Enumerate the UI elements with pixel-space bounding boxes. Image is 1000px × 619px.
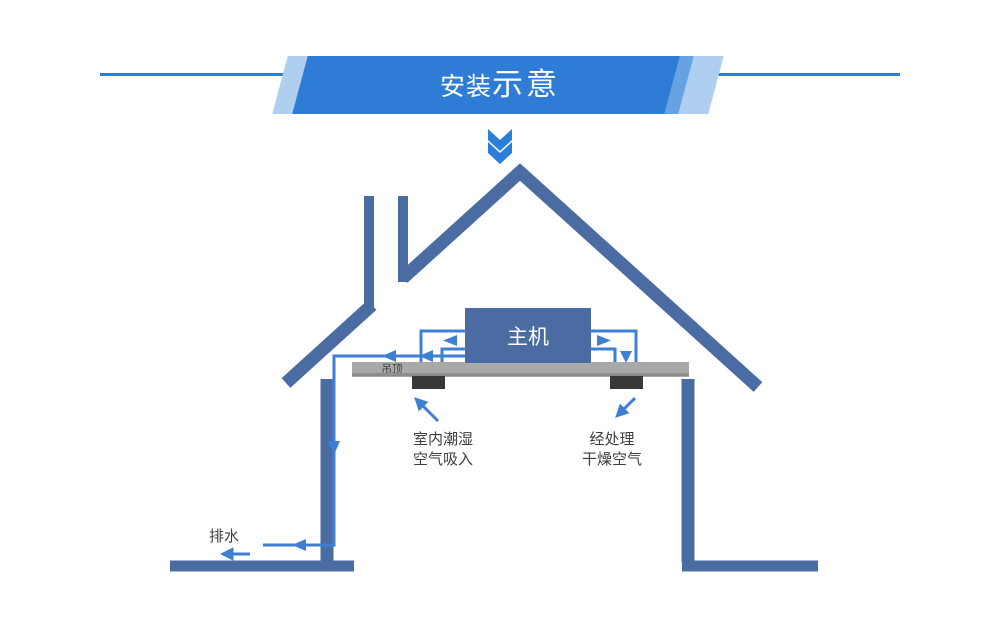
intake-grille-block	[412, 376, 445, 389]
left-duct	[419, 329, 466, 362]
roof-left-slope	[281, 300, 377, 388]
right-duct-outer	[590, 329, 638, 362]
main-unit-body	[465, 308, 591, 363]
page-title-small: 安装	[439, 73, 492, 101]
drain-label: 排水	[209, 528, 239, 545]
chevron-down-top	[488, 129, 512, 151]
main-unit: 主机	[465, 308, 591, 363]
chevron-down-bottom	[488, 142, 512, 164]
right-duct	[590, 329, 638, 363]
main-unit-label: 主机	[507, 326, 549, 349]
right-duct-down-arrow	[620, 351, 632, 363]
page-title-large: 示意	[492, 67, 560, 102]
ceiling-slab	[352, 362, 689, 389]
outlet-grille-block	[610, 376, 643, 389]
intake-label-line2: 空气吸入	[413, 451, 473, 468]
drain-pipe	[219, 350, 465, 561]
house-outline	[170, 163, 818, 572]
intake-arrow-icon	[414, 397, 440, 423]
roof-right-slope	[398, 163, 763, 392]
left-duct-inner	[440, 347, 466, 362]
drain-flow-arrow-2	[382, 350, 396, 362]
left-duct-flow-arrow	[443, 335, 457, 346]
intake-label-line1: 室内潮湿	[413, 431, 473, 448]
outlet-arrow-icon	[615, 396, 637, 418]
page-title: 安装示意	[0, 58, 1000, 112]
drain-flow-arrow-down	[328, 441, 340, 455]
ceiling-label: 吊顶	[382, 363, 403, 375]
left-duct-outer	[419, 329, 466, 362]
right-duct-inner	[590, 347, 617, 362]
drain-flow-arrow-3	[292, 539, 306, 551]
outlet-label-line2: 干燥空气	[582, 451, 642, 468]
chevron-down-icon	[488, 129, 512, 164]
right-duct-flow-arrow	[597, 335, 611, 346]
ceiling-slab-body	[352, 362, 689, 376]
drain-flow-arrow-1	[419, 350, 433, 362]
outlet-label-line1: 经处理	[589, 431, 634, 448]
